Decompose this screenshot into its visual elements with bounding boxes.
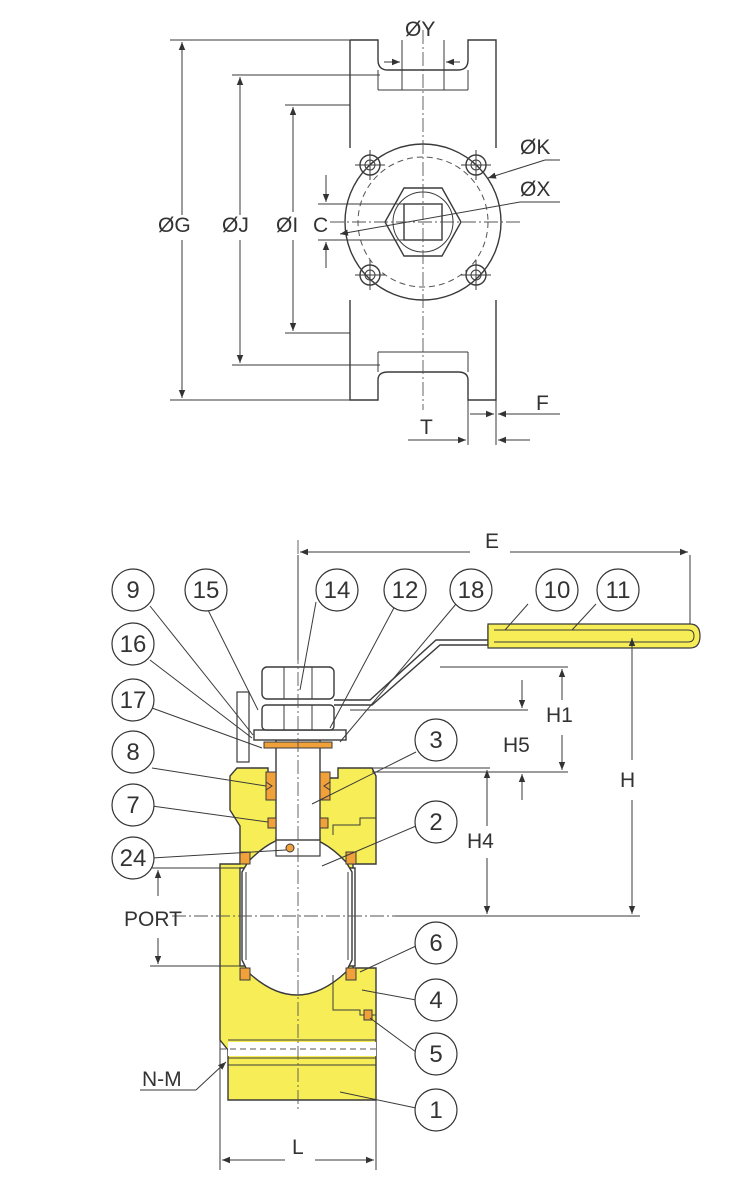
part-callouts	[149, 601, 597, 1109]
dim-k: ØK	[520, 136, 550, 159]
part-number: 7	[126, 792, 139, 819]
part-bubble	[449, 568, 493, 612]
dim-g: ØG	[158, 214, 191, 237]
part-number: 14	[324, 577, 351, 604]
part-bubble	[535, 568, 579, 612]
part-bubble	[596, 568, 640, 612]
dim-h4: H4	[467, 830, 494, 853]
dim-e: E	[485, 530, 499, 553]
part-number: 16	[120, 631, 147, 658]
part-bubble	[111, 622, 155, 666]
dim-i: ØI	[276, 214, 298, 237]
part-bubble	[414, 1032, 458, 1076]
dim-nm: N-M	[142, 1068, 182, 1091]
part-number: 15	[193, 577, 220, 604]
part-number: 8	[126, 739, 139, 766]
part-bubbles: 9 15 14 12 18 10 11 16 17 8 7 24 3 2 6 4 5 1	[111, 568, 640, 1132]
dim-x: ØX	[520, 178, 550, 201]
dim-c: C	[313, 214, 328, 237]
part-number: 12	[392, 577, 419, 604]
part-bubble	[111, 783, 155, 827]
dim-f: F	[536, 392, 549, 415]
dim-y: ØY	[405, 18, 435, 41]
dim-t: T	[420, 416, 433, 439]
handle-sleeve	[487, 623, 701, 649]
part-number: 1	[429, 1097, 442, 1124]
part-number: 11	[606, 577, 631, 604]
part-number: 2	[429, 809, 442, 836]
part-bubble	[414, 800, 458, 844]
part-bubble	[111, 568, 155, 612]
part-number: 9	[126, 577, 139, 604]
part-number: 17	[120, 687, 147, 714]
bolt-holes	[355, 150, 491, 290]
part-number: 10	[544, 577, 571, 604]
part-number: 4	[429, 987, 442, 1014]
part-number: 18	[458, 577, 485, 604]
dim-h: H	[620, 769, 635, 792]
stop-plate	[253, 729, 347, 741]
part-bubble	[111, 678, 155, 722]
top-view: ØY ØG ØJ ØI C ØK ØX	[158, 18, 560, 445]
part-bubble	[111, 730, 155, 774]
part-bubble	[111, 836, 155, 880]
part-bubble	[383, 568, 427, 612]
part-bubble	[414, 921, 458, 965]
part-number: 3	[429, 727, 442, 754]
part-bubble	[414, 718, 458, 762]
section-view: E H1 H5 H H4 PORT N-M L	[111, 530, 701, 1170]
dim-j: ØJ	[222, 214, 249, 237]
part-number: 5	[429, 1041, 442, 1068]
part-number: 6	[429, 930, 442, 957]
part-bubble	[414, 1088, 458, 1132]
hex-nut	[384, 187, 462, 257]
part-bubble	[184, 568, 228, 612]
dim-h5: H5	[503, 734, 530, 757]
part-bubble	[414, 978, 458, 1022]
pin	[285, 843, 295, 853]
part-bubble	[315, 568, 359, 612]
part-number: 24	[120, 845, 147, 872]
dim-port: PORT	[124, 908, 182, 931]
dim-h1: H1	[546, 704, 573, 727]
dim-l: L	[292, 1136, 304, 1159]
